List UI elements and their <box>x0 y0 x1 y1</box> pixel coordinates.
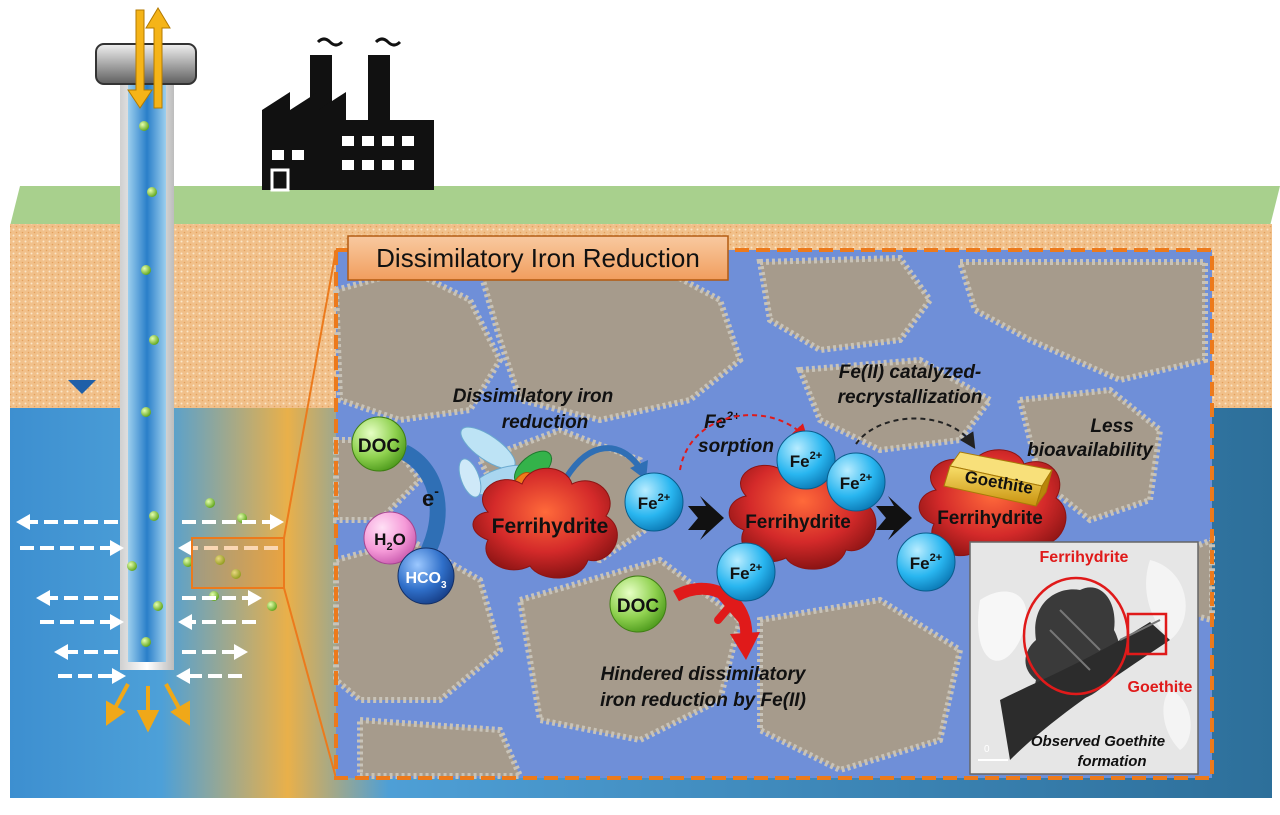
svg-text:H2O: H2O <box>374 530 406 553</box>
svg-text:Fe2+: Fe2+ <box>910 552 942 573</box>
sorption-dashed-arrow <box>679 414 809 471</box>
sorption-label: sorption <box>698 436 774 457</box>
panel-title: Dissimilatory Iron Reduction <box>376 243 700 273</box>
less-label-line1: Less <box>1090 416 1133 437</box>
fe2-ion-5: Fe2+ <box>896 532 956 592</box>
less-label-line2: bioavailability <box>1027 440 1154 461</box>
water-table-marker <box>68 380 96 394</box>
svg-text:Fe2+: Fe2+ <box>790 450 822 471</box>
goethite-crystal <box>943 451 1053 507</box>
ferrihydrite-label-1: Ferrihydrite <box>492 515 609 538</box>
dir-label-line2: reduction <box>502 412 589 433</box>
doc-molecule-2: DOC <box>609 575 667 633</box>
inset-caption-line1: Observed Goethite <box>1031 733 1165 750</box>
ground-surface <box>10 186 1280 226</box>
dir-label-line1: Dissimilatory iron <box>453 386 614 407</box>
doc-molecule-1: DOC <box>351 416 407 472</box>
ferrihydrite-blob-1 <box>472 467 618 579</box>
fe2-ion-4: Fe2+ <box>716 542 776 602</box>
step-arrow-2 <box>876 496 912 540</box>
fe2-ion-1: Fe2+ <box>624 472 684 532</box>
recryst-label-line2: recrystallization <box>838 387 983 408</box>
factory-icon <box>262 37 434 192</box>
svg-text:Fe2+: Fe2+ <box>638 492 670 513</box>
fe2-ion-3: Fe2+ <box>826 452 886 512</box>
svg-text:Fe2+: Fe2+ <box>840 472 872 493</box>
fe2-ion-2: Fe2+ <box>776 430 836 490</box>
release-arrow <box>563 445 643 480</box>
hindered-label-line2: iron reduction by Fe(II) <box>600 690 806 711</box>
hco3-molecule: HCO3 <box>397 547 455 605</box>
inset-ferrihydrite-label: Ferrihydrite <box>1040 549 1129 566</box>
well <box>16 7 284 733</box>
electron-label: e- <box>422 483 439 511</box>
h2o-molecule: H2O <box>363 511 417 565</box>
tem-inset <box>969 541 1199 775</box>
zoom-source-box <box>191 537 285 589</box>
svg-text:HCO3: HCO3 <box>405 570 447 591</box>
ferrihydrite-label-3: Ferrihydrite <box>937 508 1043 529</box>
recryst-label-line1: Fe(II) catalyzed- <box>839 362 982 383</box>
inset-caption-line2: formation <box>1077 753 1146 770</box>
ferrihydrite-label-2: Ferrihydrite <box>745 512 851 533</box>
step-arrow-1 <box>688 496 724 540</box>
hindered-label-line1: Hindered dissimilatory <box>601 664 807 685</box>
fe-sorption-label: Fe2+ <box>704 409 740 433</box>
recryst-dashed-arrow <box>855 417 976 450</box>
inset-scale-label: 0 <box>984 744 990 755</box>
svg-text:Fe2+: Fe2+ <box>730 562 762 583</box>
inset-goethite-label: Goethite <box>1128 679 1193 696</box>
panel-title-box <box>347 235 729 281</box>
svg-text:DOC: DOC <box>617 596 660 617</box>
hindered-arrow-head <box>730 632 760 660</box>
svg-text:DOC: DOC <box>358 436 401 457</box>
